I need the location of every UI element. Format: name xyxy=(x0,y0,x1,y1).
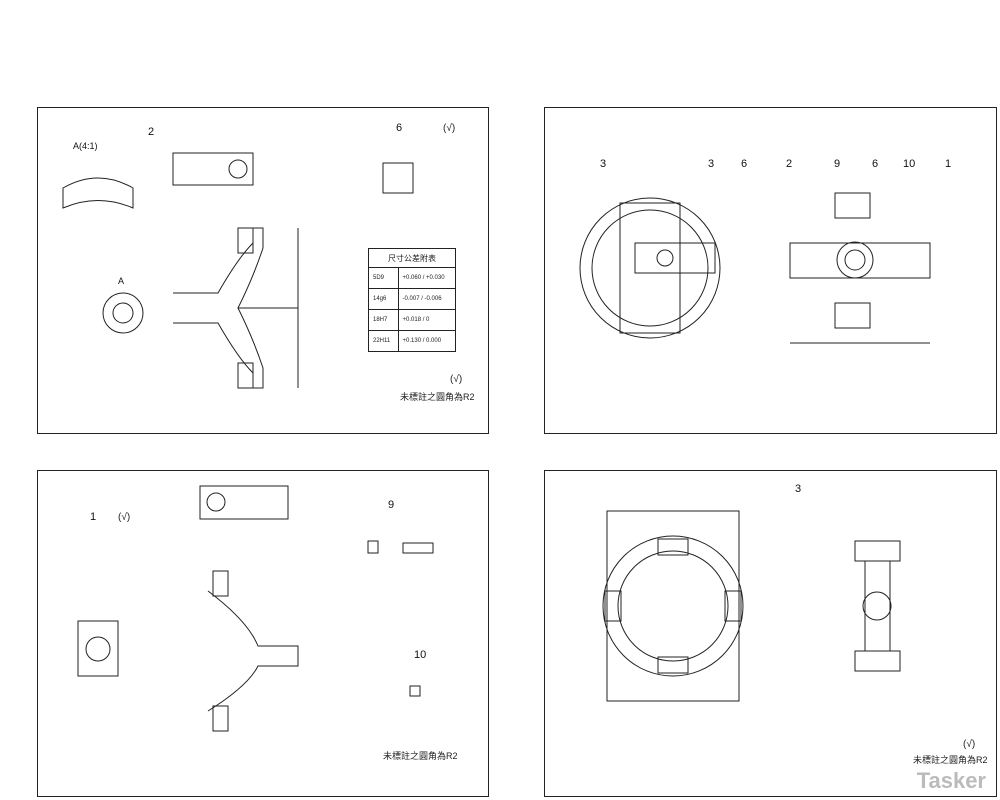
part9-number: 9 xyxy=(388,499,395,511)
balloon-6: 6 xyxy=(872,158,879,170)
balloon-1: 1 xyxy=(945,158,952,170)
balloon-9: 9 xyxy=(834,158,841,170)
section-marker: A xyxy=(118,276,125,286)
table-row: 18H7+0.018 / 0 xyxy=(368,309,457,331)
size-cell: 5D9 xyxy=(368,267,399,289)
drawing-sheet-part3: 3 (√) 未標註之圓角為R2 xyxy=(544,470,997,797)
size-cell: 18H7 xyxy=(368,309,399,331)
balloon-6: 6 xyxy=(741,158,748,170)
tol-cell: +0.130 / 0.000 xyxy=(397,330,457,352)
part10-number: 10 xyxy=(414,649,427,661)
balloon-3: 3 xyxy=(708,158,715,170)
drawing-sheet-part2: 2 A(4:1) A 6 (√) 尺寸公差附表 5D9+0.060 / +0.0… xyxy=(37,107,489,434)
balloon-10: 10 xyxy=(903,158,916,170)
size-cell: 14g6 xyxy=(368,288,399,310)
part2-number: 2 xyxy=(148,126,155,138)
tol-cell: +0.018 / 0 xyxy=(397,309,457,331)
detail-view-label: A(4:1) xyxy=(73,141,98,151)
part3-drawing xyxy=(602,510,901,702)
table-row: 5D9+0.060 / +0.030 xyxy=(368,267,457,289)
assembly-drawing xyxy=(579,192,931,344)
roughness-symbol: (√) xyxy=(963,739,976,750)
fillet-note: 未標註之圓角為R2 xyxy=(400,392,475,402)
balloon-3: 3 xyxy=(600,158,607,170)
drawing-sheet-part1: 1 (√) 9 10 未標註之圓角為R2 xyxy=(37,470,489,797)
part1-number: 1 xyxy=(90,511,97,523)
size-cell: 22H11 xyxy=(368,330,399,352)
part6-roughness: (√) xyxy=(443,123,456,134)
table-title: 尺寸公差附表 xyxy=(368,248,456,268)
tasker-watermark: Tasker xyxy=(916,768,986,793)
tol-cell: +0.060 / +0.030 xyxy=(397,267,457,289)
part6-number: 6 xyxy=(396,122,403,134)
roughness-symbol: (√) xyxy=(450,374,463,385)
fillet-note: 未標註之圓角為R2 xyxy=(913,755,988,765)
balloon-2: 2 xyxy=(786,158,793,170)
table-row: 14g6-0.007 / -0.006 xyxy=(368,288,457,310)
tolerance-table: 尺寸公差附表 5D9+0.060 / +0.030 14g6-0.007 / -… xyxy=(368,248,457,352)
tol-cell: -0.007 / -0.006 xyxy=(397,288,457,310)
drawing-sheet-assembly: 3 3 6 2 9 6 10 1 xyxy=(544,107,997,434)
table-row: 22H11+0.130 / 0.000 xyxy=(368,330,457,352)
part2-drawing xyxy=(62,152,414,389)
fillet-note: 未標註之圓角為R2 xyxy=(383,751,458,761)
part3-number: 3 xyxy=(795,483,802,495)
part1-drawing xyxy=(77,485,434,732)
part1-roughness: (√) xyxy=(118,512,131,523)
